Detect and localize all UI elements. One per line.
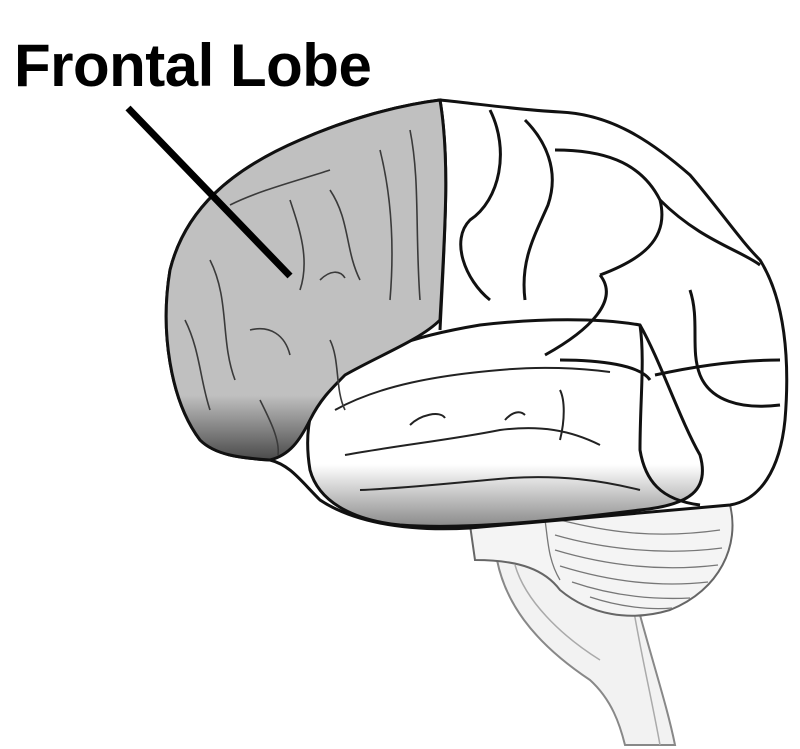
frontal-lobe-region: [164, 98, 448, 462]
temporal-lobe: [306, 318, 704, 528]
frontal-lobe-label: Frontal Lobe: [14, 32, 372, 99]
cerebellum: [468, 500, 734, 617]
leader-line: [125, 105, 293, 279]
